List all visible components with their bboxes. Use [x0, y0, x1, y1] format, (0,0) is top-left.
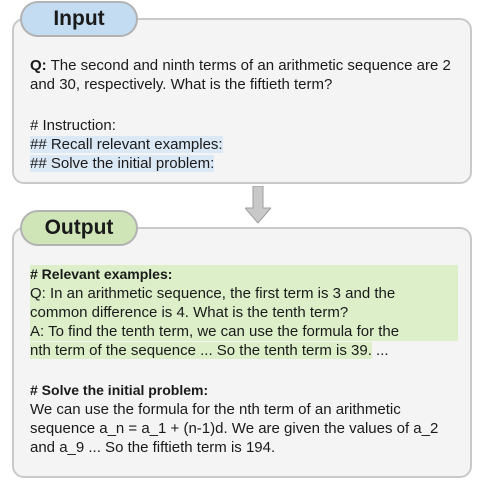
solve-text: We can use the formula for the nth term … [30, 401, 439, 456]
instruction-line-text: ## Recall relevant examples: [30, 136, 223, 153]
instruction-line: ## Solve the initial problem: [30, 154, 458, 173]
relevant-line: nth term of the sequence ... So the tent… [30, 342, 372, 359]
question-prefix: Q: [30, 57, 47, 74]
down-arrow-icon [245, 186, 271, 224]
output-label: Output [20, 210, 138, 246]
input-label: Input [20, 1, 138, 37]
instruction-line-text: ## Solve the initial problem: [30, 155, 215, 172]
output-panel: # Relevant examples: Q: In an arithmetic… [12, 227, 472, 478]
instruction-list: # Instruction: ## Recall relevant exampl… [30, 116, 458, 173]
solve-heading: # Solve the initial problem: [30, 382, 209, 398]
question-text: Q: The second and ninth terms of an arit… [30, 56, 458, 94]
relevant-heading: # Relevant examples: [30, 265, 458, 284]
relevant-line: A: To find the tenth term, we can use th… [30, 322, 458, 341]
input-panel: Q: The second and ninth terms of an arit… [12, 18, 472, 184]
instruction-line: ## Recall relevant examples: [30, 135, 458, 154]
relevant-tail: ... [371, 342, 389, 359]
instruction-line-text: # Instruction: [30, 117, 116, 134]
question-body: The second and ninth terms of an arithme… [30, 57, 451, 93]
relevant-examples: # Relevant examples: Q: In an arithmetic… [30, 265, 458, 360]
solve-section: # Solve the initial problem: We can use … [30, 381, 458, 457]
relevant-last-line: nth term of the sequence ... So the tent… [30, 341, 458, 360]
relevant-line: common difference is 4. What is the tent… [30, 303, 458, 322]
instruction-line: # Instruction: [30, 116, 458, 135]
relevant-line: Q: In an arithmetic sequence, the first … [30, 284, 458, 303]
